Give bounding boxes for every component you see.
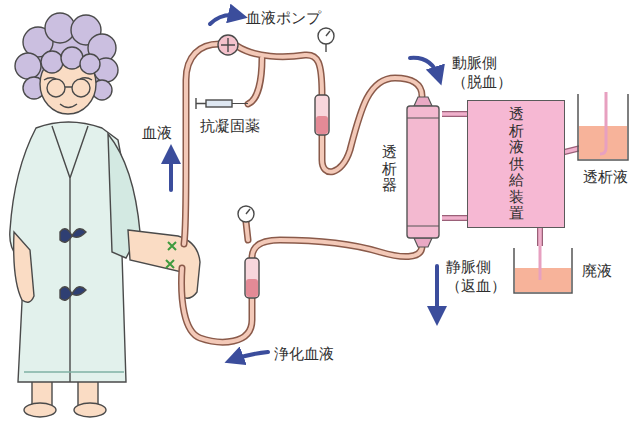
tube-fill: [184, 44, 422, 244]
pipe-outline: [442, 215, 467, 221]
pipe-outline: [537, 228, 543, 246]
chamber-blood: [316, 116, 328, 134]
gauge-needle: [246, 209, 250, 214]
syringe-barrel: [206, 100, 232, 107]
supply-pipe: [600, 92, 606, 154]
illustration-part: [24, 371, 124, 372]
pressure-gauge: [238, 206, 254, 222]
illustration-part: [41, 51, 63, 73]
node-label: 透析液供給装置: [509, 106, 524, 222]
illustration-part: [14, 232, 34, 302]
patient-figure: [10, 13, 200, 417]
chamber-blood: [246, 279, 258, 297]
dialyzer: 透析器: [378, 96, 442, 248]
beaker-shape: [576, 92, 632, 162]
dialyzer-body: [407, 106, 439, 238]
pump-rotor: [221, 38, 235, 52]
tube-outline: [184, 44, 422, 244]
blood-tubing: [182, 44, 422, 342]
equipment: [196, 28, 334, 298]
pipe-outline: [442, 111, 467, 117]
dialyzer-band: [407, 118, 439, 226]
blood-pump: [218, 35, 238, 55]
beaker-shape: [512, 246, 576, 296]
flow-arrow: [435, 266, 439, 318]
beaker-outline: [514, 248, 572, 293]
flow-arrow: [210, 15, 240, 24]
node-label: 透析器: [382, 144, 397, 194]
syringe-needle: [232, 103, 248, 104]
dialysate-beaker: 透析液: [576, 92, 634, 192]
illustration-part: [60, 287, 86, 300]
flow-arrows: [171, 15, 439, 360]
dialysate-pipe: [540, 228, 541, 246]
illustration-part: [32, 380, 52, 406]
tube-fill: [182, 222, 422, 342]
node-label: 透析液: [576, 168, 634, 186]
illustration-part: [52, 126, 88, 382]
pipe-fill: [538, 228, 542, 246]
beaker-outline: [578, 94, 628, 160]
illustration-part: [166, 242, 176, 268]
node-label: 廃液: [582, 262, 612, 280]
dialysate-pipe: [442, 218, 467, 219]
blood-label: 血液: [142, 124, 172, 143]
supply-unit-box: 透析液供給装置: [467, 100, 565, 228]
illustration-part: [47, 79, 65, 97]
pressure-gauge: [318, 28, 334, 44]
syringe-plunger: [196, 98, 206, 109]
waste-beaker: 廃液: [512, 246, 624, 296]
pump-label: 血液ポンプ: [246, 9, 321, 28]
tube-outline: [182, 222, 422, 342]
pipe-fill: [442, 112, 467, 116]
illustration-part: [24, 403, 56, 417]
drip-chamber: [245, 258, 259, 298]
waste-liquid: [515, 268, 571, 292]
illustration-part: [72, 79, 90, 97]
clean-blood-label: 浄化血液: [274, 345, 334, 364]
illustration-part: [78, 380, 98, 406]
venous-side-label: 静脈側 （返血）: [446, 258, 511, 296]
illustration-part: [80, 54, 100, 74]
illustration-part: [74, 403, 106, 417]
illustration-part: [128, 230, 200, 298]
dialysate-pipe: [442, 114, 467, 115]
flow-arrow: [169, 152, 173, 190]
gauge-stem: [325, 44, 326, 52]
pipe-fill: [442, 216, 467, 220]
illustration-part: [60, 229, 86, 242]
illustration-part: [44, 78, 92, 108]
flow-arrow: [232, 352, 268, 360]
dialyzer-shape: [404, 96, 442, 248]
arterial-side-label: 動脈側 （脱血）: [452, 54, 517, 92]
illustration-part: [15, 53, 41, 79]
anticoagulant-label: 抗凝固薬: [200, 117, 260, 136]
drip-chamber: [315, 95, 329, 135]
gauge-needle: [326, 31, 330, 36]
drain-pipe: [539, 246, 542, 280]
flow-arrow: [410, 58, 439, 78]
